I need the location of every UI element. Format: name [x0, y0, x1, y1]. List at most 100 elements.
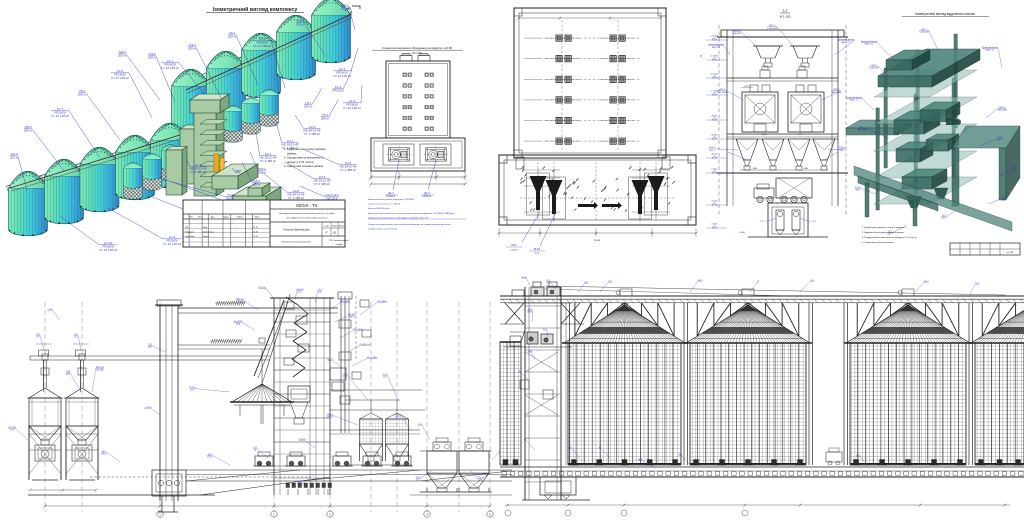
svg-text:Т2.1: Т2.1: [942, 215, 947, 217]
svg-text:200 т: 200 т: [187, 46, 197, 50]
svg-text:ТАЗ-206А: ТАЗ-206А: [857, 129, 867, 132]
svg-text:Лущ: Лущ: [203, 227, 207, 229]
svg-text:V= 12 148 м³: V= 12 148 м³: [161, 66, 180, 70]
svg-text:21500: 21500: [594, 240, 601, 242]
svg-text:400-400: 400-400: [733, 33, 742, 35]
svg-text:Т9: Т9: [757, 281, 760, 283]
svg-text:+4.200: +4.200: [711, 154, 719, 156]
svg-text:25Д: 25Д: [678, 454, 682, 456]
svg-text:Т.16.2: Т.16.2: [761, 134, 767, 136]
svg-text:б: б: [333, 230, 336, 235]
svg-text:НРЦ-(АПз): НРЦ-(АПз): [340, 300, 350, 303]
svg-text:200 т: 200 т: [888, 234, 893, 236]
svg-text:(700 м): (700 м): [327, 417, 334, 419]
svg-text:200 т: 200 т: [320, 116, 330, 120]
svg-text:О/100 кг: О/100 кг: [422, 195, 431, 198]
svg-text:НБ 39-12-45: НБ 39-12-45: [314, 178, 331, 182]
svg-text:кишені фільтри: кишені фільтри: [708, 43, 724, 46]
svg-text:№док.: №док.: [223, 216, 229, 219]
svg-text:(45 кВт): (45 кВт): [96, 370, 104, 372]
svg-text:Дв.6: Дв.6: [298, 481, 303, 483]
svg-text:Технологія Виробництва: Технологія Виробництва: [283, 229, 310, 232]
svg-text:Рукавний фільтр: Рукавний фільтр: [846, 96, 863, 99]
svg-text:СВ7.6: СВ7.6: [833, 89, 840, 91]
svg-text:200 т: 200 т: [998, 140, 1003, 142]
svg-text:100 кг: 100 кг: [297, 484, 303, 486]
svg-text:200 т: 200 т: [23, 128, 33, 132]
svg-text:2(б)/26: 2(б)/26: [511, 250, 519, 252]
svg-text:2 шт: 2 шт: [298, 292, 302, 294]
svg-text:Рукавний фільтр: Рукавний фільтр: [861, 40, 878, 43]
svg-text:СВ5.1: СВ5.1: [697, 280, 703, 282]
svg-text:20 т: 20 т: [383, 377, 387, 379]
svg-text:Т17.2: Т17.2: [342, 374, 348, 376]
svg-text:Т18.1: Т18.1: [258, 167, 266, 171]
svg-text:V= 12 148 м³: V= 12 148 м³: [253, 44, 272, 48]
svg-text:FP26/26: FP26/26: [54, 110, 66, 114]
svg-text:200 т: 200 т: [147, 55, 157, 59]
svg-text:СВ7.6: СВ7.6: [719, 89, 726, 91]
svg-text:Д2: Д2: [599, 447, 602, 449]
svg-text:НБ 39-12-45: НБ 39-12-45: [260, 155, 277, 159]
svg-text:-4.800: -4.800: [739, 232, 746, 234]
svg-text:Т8.3: Т8.3: [810, 280, 815, 282]
svg-text:С2.2: С2.2: [287, 139, 294, 143]
svg-text:20 т: 20 т: [343, 377, 347, 379]
svg-text:ГІП: ГІП: [185, 227, 189, 229]
svg-text:Т3.2.1: Т3.2.1: [855, 187, 862, 189]
svg-text:V= 12 148 м³: V= 12 148 м³: [99, 248, 118, 252]
svg-text:НВмб 2.2: НВмб 2.2: [986, 50, 996, 52]
svg-text:FP26/26: FP26/26: [332, 88, 344, 92]
svg-text:V= 1 480 м³: V= 1 480 м³: [340, 168, 357, 172]
svg-text:ОБВ: ОБВ: [528, 351, 533, 353]
svg-text:Горизонтальне навантаження від: Горизонтальне навантаження від видувань …: [368, 216, 428, 219]
svg-text:Ізометричний вигляд комплексу: Ізометричний вигляд комплексу: [213, 6, 298, 13]
svg-text:3. Продуктивність визначено по: 3. Продуктивність визначено по продукту …: [862, 236, 917, 239]
svg-text:Дата: Дата: [255, 217, 260, 219]
svg-text:ЦС-25: ЦС-25: [327, 359, 334, 361]
svg-text:~: ~: [235, 236, 237, 238]
svg-text:С1.4: С1.4: [335, 85, 342, 89]
svg-text:НВмб 2.2: НВмб 2.2: [865, 44, 875, 46]
svg-text:СВ5.2: СВ5.2: [923, 281, 929, 283]
svg-text:БГ.2/4: БГ.2/4: [534, 249, 541, 251]
svg-text:НВ (ДПЛ): НВ (ДПЛ): [234, 321, 243, 323]
svg-text:3. Самопливи показано умовно: 3. Самопливи показано умовно: [284, 164, 324, 168]
svg-text:СВ2.1: СВ2.1: [395, 414, 401, 416]
svg-text:(вЗ): (вЗ): [318, 292, 322, 294]
svg-text:С2.6: С2.6: [293, 189, 300, 193]
svg-text:Т7.1: Т7.1: [543, 329, 548, 331]
svg-text:НБ 39-12-45: НБ 39-12-45: [282, 142, 299, 146]
svg-text:Т21.1: Т21.1: [477, 477, 483, 479]
svg-text:-3.200: -3.200: [711, 201, 718, 203]
svg-text:Т9.1: Т9.1: [229, 31, 235, 35]
svg-text:НУ-2(Д): НУ-2(Д): [8, 427, 16, 429]
svg-text:С2.4: С2.4: [345, 161, 352, 165]
svg-text:СУ.2: СУ.2: [259, 37, 266, 41]
svg-text:200 т: 200 т: [303, 104, 313, 108]
svg-text:200 т: 200 т: [117, 53, 127, 57]
svg-text:Т2.2: Т2.2: [888, 231, 893, 233]
svg-text:Т8.4: Т8.4: [975, 283, 980, 285]
svg-text:V= 1 480 м³: V= 1 480 м³: [314, 182, 331, 186]
svg-text:2. Продуктивність визначено по: 2. Продуктивність визначено по: [284, 156, 324, 160]
svg-text:НБ 19-4: НБ 19-4: [327, 196, 338, 200]
svg-text:РЗ-БКБ-100: РЗ-БКБ-100: [360, 344, 372, 346]
svg-text:Івана Піддубного, 1/6 м. Шпола: Івана Піддубного, 1/6 м. Шпола Черкасько…: [286, 217, 328, 220]
svg-text:Изм.: Изм.: [189, 217, 194, 219]
svg-text:Т10.2: Т10.2: [24, 125, 32, 129]
svg-text:Нове Будівництво зернового еле: Нове Будівництво зернового елеватора ємн…: [279, 212, 335, 215]
svg-text:М 1:100: М 1:100: [412, 51, 422, 55]
svg-text:НВмб 2.2: НВмб 2.2: [850, 100, 860, 102]
svg-text:НРЦ (АПз): НРЦ (АПз): [353, 328, 363, 331]
svg-text:V= 12 148 м³: V= 12 148 м³: [343, 106, 362, 110]
svg-text:2: 2: [273, 512, 275, 516]
svg-text:Т2.2.1: Т2.2.1: [709, 147, 716, 149]
svg-text:Т-100: Т-100: [47, 309, 53, 311]
svg-text:НУ: НУ: [547, 283, 550, 285]
svg-text:С1.3: С1.3: [349, 99, 356, 103]
svg-text:Т8.2: Т8.2: [608, 281, 613, 283]
svg-text:(АПз): (АПз): [350, 316, 355, 319]
svg-text:СВ2.2: СВ2.2: [327, 414, 333, 416]
svg-text:Арк.: Арк.: [211, 216, 215, 219]
